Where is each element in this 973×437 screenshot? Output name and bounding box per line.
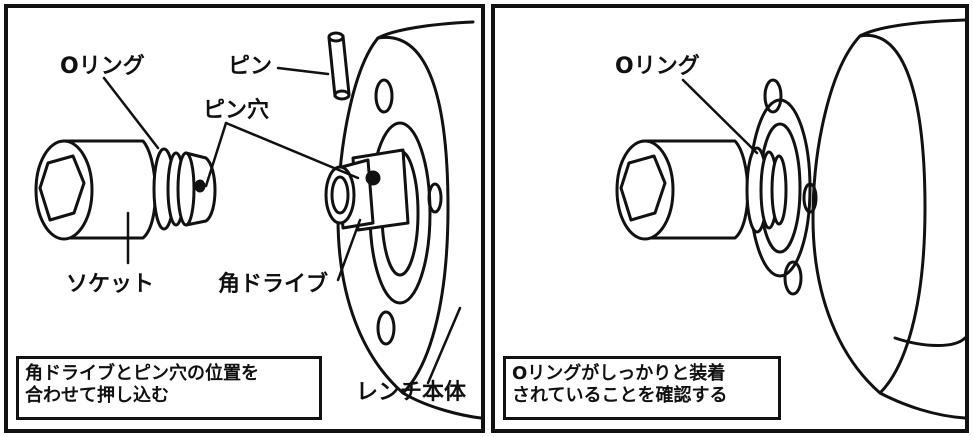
- left-panel: Oリング ピン ピン穴 ソケット 角ドライブ レンチ本体 角ドライブとピン穴の位…: [4, 4, 485, 433]
- wrench-body: [748, 18, 965, 420]
- label-socket: ソケット: [66, 272, 155, 297]
- left-caption: 角ドライブとピン穴の位置を 合わせて押し込む: [16, 356, 322, 420]
- label-pin: ピン: [228, 54, 273, 79]
- label-o-ring-right: Oリング: [615, 54, 700, 79]
- label-wrench-body: レンチ本体: [356, 380, 467, 405]
- square-drive: [324, 148, 410, 232]
- right-caption-line2: されていることを確認する: [512, 385, 728, 406]
- socket-installed: [615, 139, 788, 241]
- left-caption-line2: 合わせて押し込む: [25, 385, 169, 406]
- right-caption-line1: Oリングがしっかりと装着: [512, 363, 726, 384]
- left-caption-line1: 角ドライブとピン穴の位置を: [25, 363, 259, 384]
- right-panel: Oリング Oリングがしっかりと装着 されていることを確認する: [491, 4, 969, 433]
- socket: [34, 139, 217, 241]
- leader-lines: [102, 66, 462, 385]
- left-illustration: [34, 20, 481, 420]
- label-square-drive: 角ドライブ: [218, 272, 329, 297]
- label-o-ring: Oリング: [60, 54, 145, 79]
- right-caption: Oリングがしっかりと装着 されていることを確認する: [503, 356, 781, 420]
- pin: [327, 31, 351, 101]
- right-illustration: [615, 18, 965, 420]
- leader-lines: [681, 78, 759, 155]
- label-pin-hole: ピン穴: [203, 98, 270, 123]
